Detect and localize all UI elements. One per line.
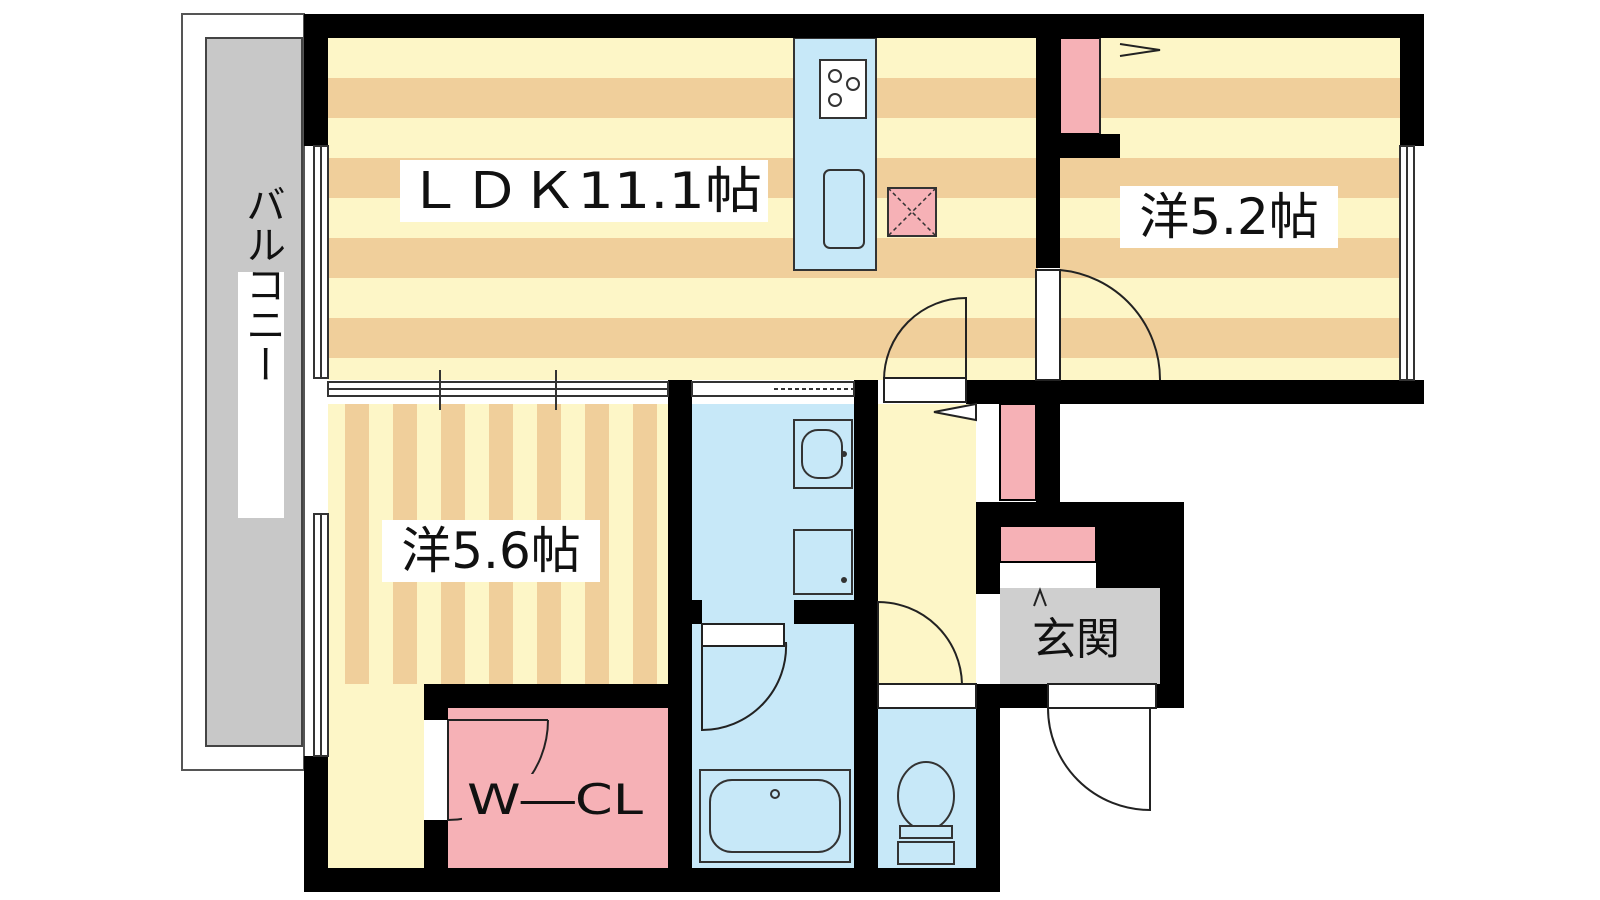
shoe-cabinet: [999, 525, 1097, 563]
doors: [447, 38, 1162, 822]
room-label-western-b: 洋5.6帖: [401, 522, 581, 580]
hallway-floor: [878, 404, 976, 684]
storage-hall: [999, 403, 1037, 501]
stove-icon: [819, 59, 867, 119]
balcony-label: バルコニー: [239, 184, 285, 384]
washing-machine-icon: [793, 529, 853, 595]
toilet-icon: [897, 761, 955, 865]
storage-west: [1059, 37, 1101, 135]
bathtub-icon: [699, 769, 851, 863]
windows: [313, 145, 1415, 757]
refrigerator-icon: [887, 187, 937, 237]
walls: [304, 14, 1424, 892]
washbasin-icon: [793, 419, 853, 489]
room-label-ldk: ＬＤＫ11.1帖: [406, 162, 762, 220]
sink-icon: [823, 169, 865, 249]
balcony: [181, 13, 305, 771]
room-label-western-a: 洋5.2帖: [1139, 188, 1319, 246]
kitchen-counter: [793, 37, 877, 271]
room-label-walk-in-closet: W―CL: [467, 775, 644, 824]
room-label-entrance: 玄関: [1032, 614, 1120, 665]
corridor-strip-floor: [328, 684, 424, 868]
